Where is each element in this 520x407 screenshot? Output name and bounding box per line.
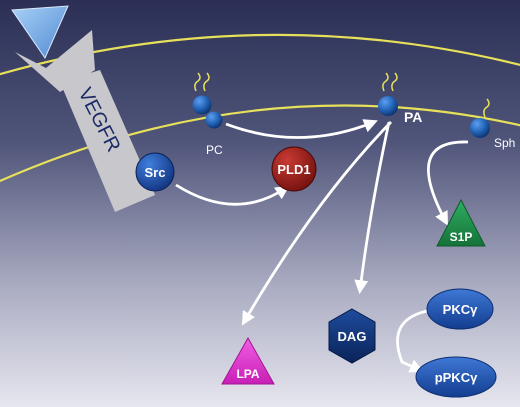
arrow-src-to-pld1: [175, 183, 290, 206]
arrow-pkc-to-ppkc: [396, 308, 433, 373]
dag-node: DAG: [328, 308, 376, 364]
ligand-triangle: [11, 5, 69, 60]
pathway-arrows: [175, 119, 469, 373]
pkc-label: PKCγ: [443, 302, 478, 317]
pld1-label: PLD1: [277, 162, 310, 177]
sph-lipid: Sph: [470, 98, 515, 150]
arrow-pc-to-pa: [225, 119, 378, 139]
pc-lipid: PC: [192, 72, 223, 157]
pa-lipid: PA: [378, 72, 422, 125]
src-label: Src: [145, 165, 166, 180]
sph-label: Sph: [494, 136, 515, 150]
arrow-pa-to-dag: [354, 121, 391, 295]
ppkc-label: pPKCγ: [435, 370, 478, 385]
inner-membrane-line: [0, 104, 520, 183]
s1p-node: S1P: [436, 198, 486, 247]
pld1-node: PLD1: [271, 146, 317, 192]
s1p-label: S1P: [450, 230, 473, 244]
pkc-node: PKCγ: [426, 288, 494, 330]
pc-label: PC: [206, 143, 223, 157]
lpa-node: LPA: [221, 336, 275, 385]
ppkc-node: pPKCγ: [415, 356, 497, 398]
lpa-label: LPA: [236, 367, 259, 381]
dag-label: DAG: [338, 329, 367, 344]
src-node: Src: [135, 152, 175, 192]
arrow-pa-to-lpa: [241, 121, 393, 326]
arrow-sph-to-s1p: [427, 140, 469, 226]
pa-label: PA: [404, 109, 422, 125]
